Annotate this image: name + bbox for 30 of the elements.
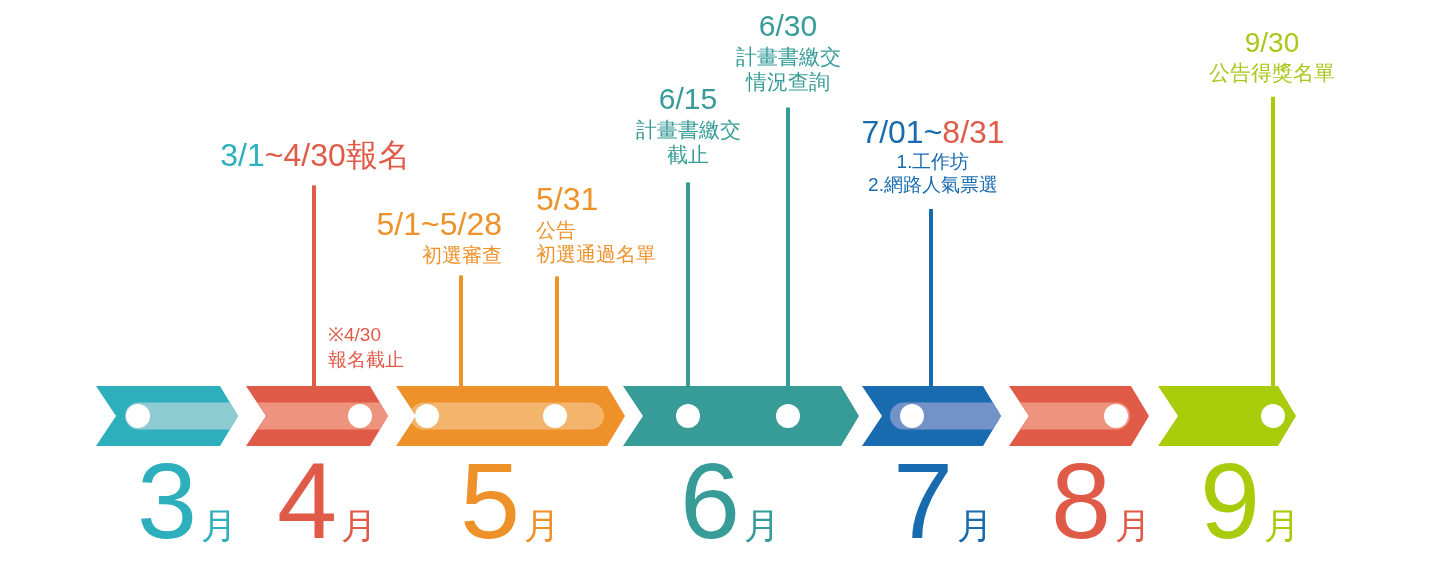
month-label: 4月 — [276, 447, 378, 555]
event-label: 2.網路人氣票選 — [868, 174, 998, 197]
date-label: 3/1~4/30報名 — [220, 136, 410, 175]
leader-line — [786, 107, 790, 386]
timeline-segment — [96, 386, 238, 446]
leader-line — [555, 276, 559, 386]
leader-line — [312, 185, 316, 386]
date-label: 5/1~5/28 — [376, 205, 502, 244]
date-label: 6/30 — [758, 8, 818, 44]
timeline-segment — [246, 386, 388, 446]
timeline-segment — [396, 386, 625, 446]
event-label: 計畫書繳交截止 — [634, 117, 742, 168]
date-label: 7/01~8/31 — [861, 113, 1005, 152]
leader-line — [686, 182, 690, 386]
leader-line — [929, 209, 933, 386]
leader-line — [459, 275, 463, 386]
leader-line — [1271, 96, 1275, 386]
note-text: ※4/30報名截止 — [328, 323, 404, 372]
event-label: 1.工作坊 — [896, 151, 970, 175]
timeline-segment — [1009, 386, 1149, 446]
event-label: 公告 — [536, 218, 576, 243]
event-label: 計畫書繳交情況查詢 — [734, 44, 842, 95]
date-label: 9/30 — [1244, 26, 1300, 60]
event-label: 初選通過名單 — [536, 242, 656, 267]
date-label: 5/31 — [536, 180, 599, 219]
timeline-segment — [623, 386, 859, 446]
event-label: 初選審查 — [422, 243, 502, 268]
timeline-segment — [1158, 386, 1296, 446]
event-label: 公告得獎名單 — [1209, 59, 1335, 85]
date-label: 6/15 — [658, 81, 718, 117]
